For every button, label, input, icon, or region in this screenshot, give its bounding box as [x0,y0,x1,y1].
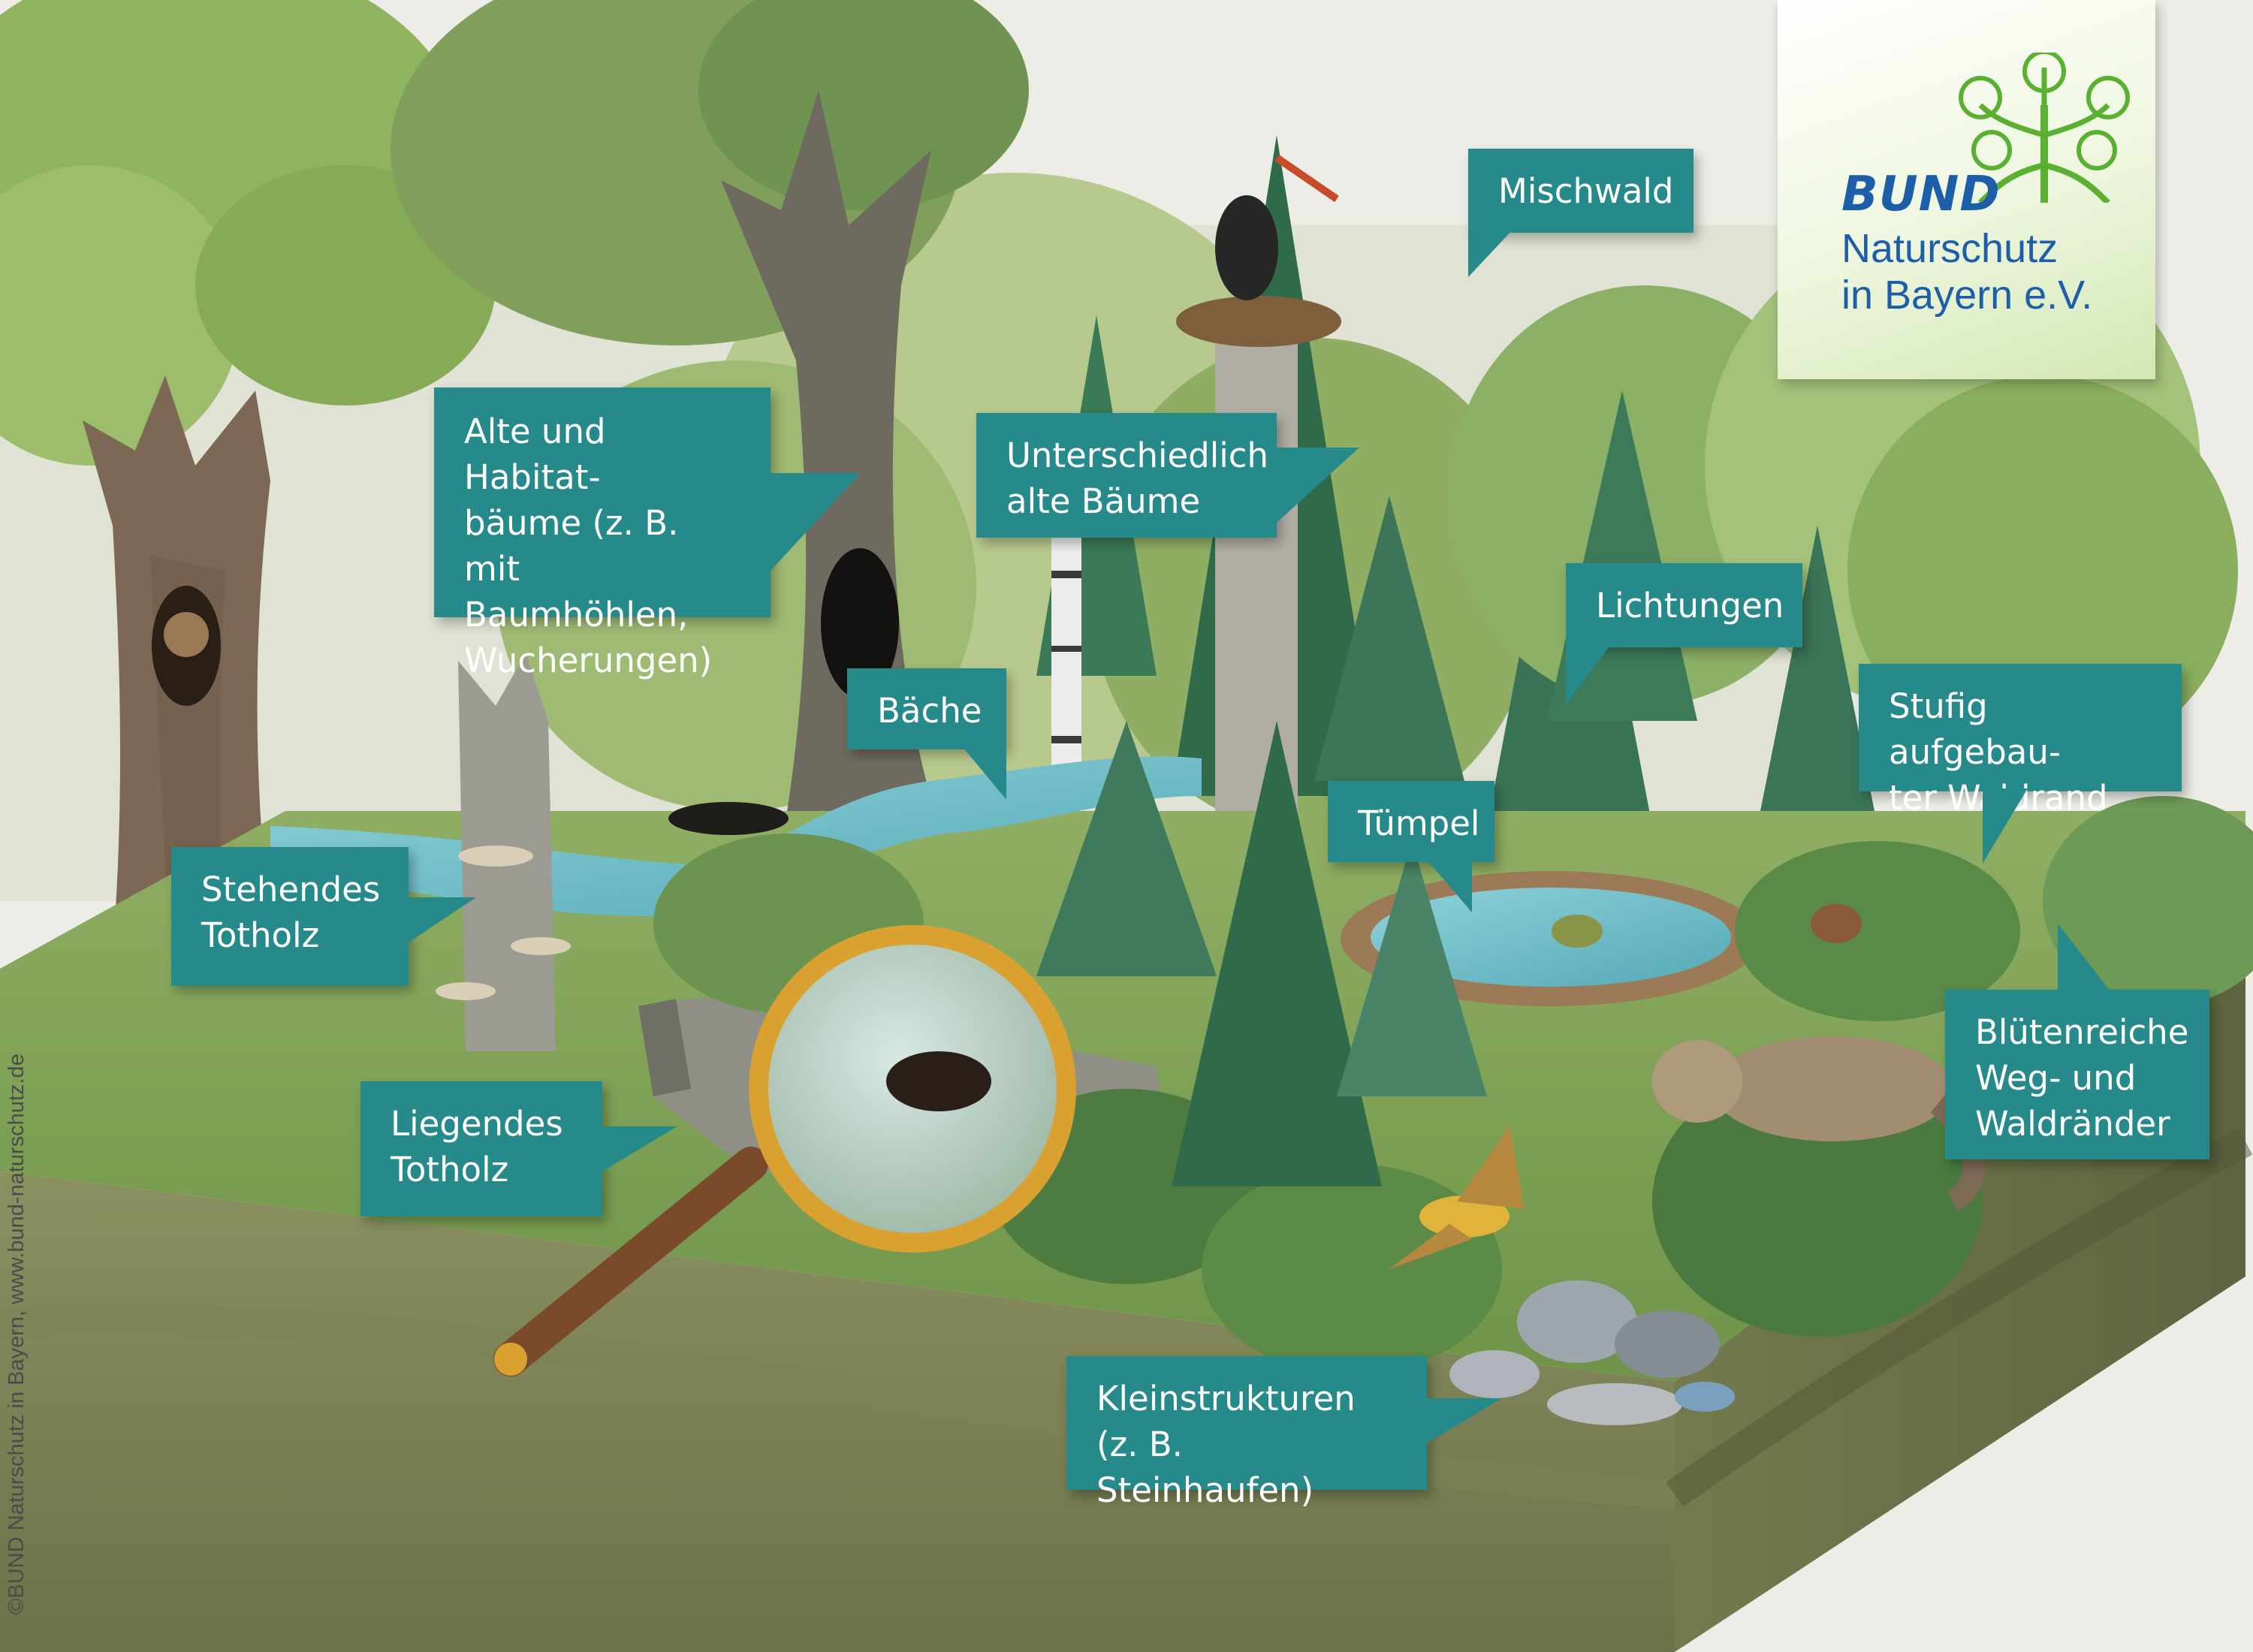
old-habitat-tree [391,0,1029,849]
callout-pointer [2058,924,2110,991]
label-lichtungen: Lichtungen [1566,563,1802,647]
callout-pointer [1277,448,1359,523]
callout-pointer [1983,788,2028,864]
label-liegendes-totholz: Liegendes Totholz [360,1081,602,1216]
logo-line-in-bayern: in Bayern e.V. [1841,273,2093,318]
label-stufig-aufgebauter-waldrand: Stufig aufgebau- ter Waldrand [1859,664,2182,818]
label-tuempel: Tümpel [1328,781,1494,862]
callout-pointer [1427,860,1472,912]
wildcat-icon [1652,1036,1985,1212]
callout-pointer [1566,644,1611,704]
tree-leaf-logo-icon [1959,53,2130,203]
owl-icon [164,612,209,657]
callout-pointer [409,897,476,942]
stag-beetle-icon [886,1051,991,1111]
fire-salamander-icon [668,802,789,835]
bund-logo: BUND Naturschutz in Bayern e.V. [1778,0,2155,379]
toad-icon [1552,915,1603,948]
shrubs [653,796,2253,1374]
copyright-text: ©BUND Naturschutz in Bayern, www.bund-na… [5,1054,29,1614]
magnifying-glass-icon [493,925,1076,1376]
label-stehendes-totholz: Stehendes Totholz [171,847,409,986]
yellowhammer-bird-icon [1389,1126,1525,1269]
stone-pile [1449,1280,1735,1425]
label-kleinstrukturen: Kleinstrukturen (z. B. Steinhaufen) [1066,1356,1427,1510]
label-bluetenreiche-weg-und-waldraender: Blütenreiche Weg- und Waldränder [1945,990,2209,1159]
logo-brand-name: BUND [1841,167,2001,222]
callout-pointer [1427,1398,1502,1443]
logo-line-naturschutz: Naturschutz [1841,226,2058,271]
label-unterschiedlich-alte-baeume: Unterschiedlich alte Bäume [976,413,1277,538]
label-alte-habitatbaeume: Alte und Habitat- bäume (z. B. mit Baumh… [434,387,771,680]
standing-deadwood [436,653,571,1051]
black-stork-icon [1215,195,1278,300]
callout-pointer [602,1126,677,1171]
callout-pointer [1468,229,1513,277]
label-mischwald: Mischwald [1468,149,1694,233]
wren-icon [1811,904,1862,943]
callout-pointer [963,747,1006,800]
label-baeche: Bäche [847,668,1006,749]
callout-pointer [771,473,861,571]
